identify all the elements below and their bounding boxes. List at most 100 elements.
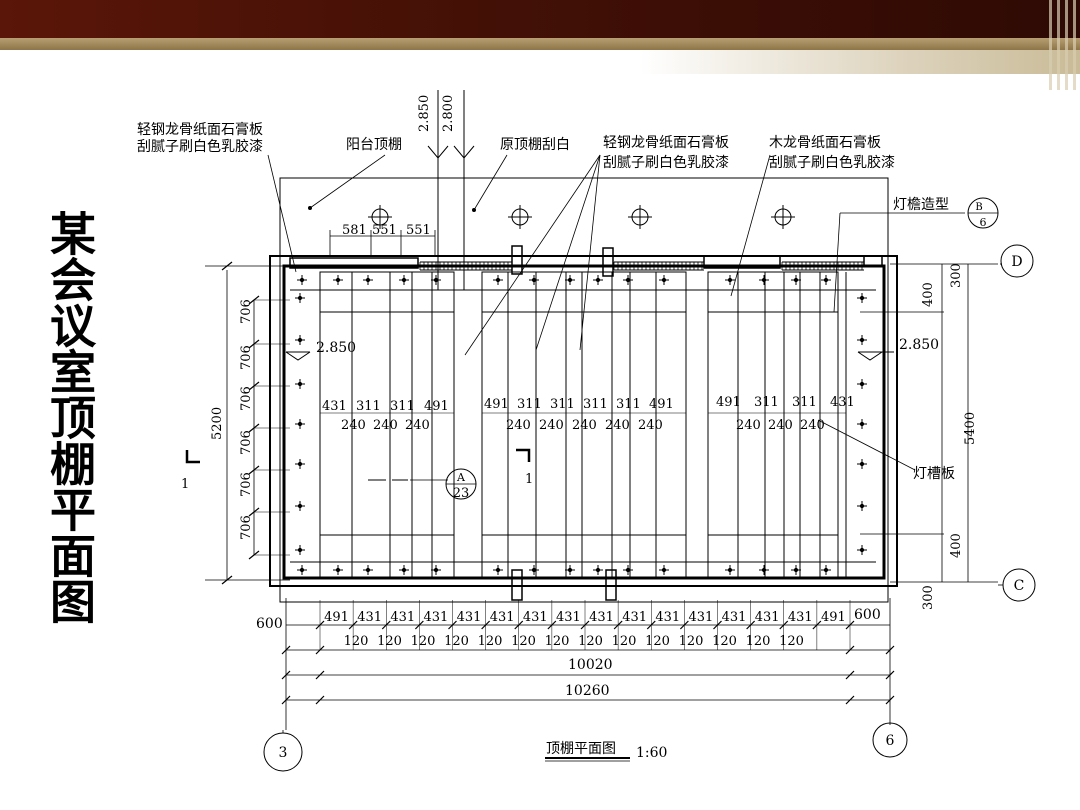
dim-bottom-row1: 431: [357, 610, 382, 625]
downlight-icon: [791, 275, 801, 285]
elev-left: 2.850: [316, 340, 356, 356]
dim-right-400a: 400: [921, 282, 936, 307]
downlight-icon: [493, 275, 503, 285]
label-eave: 灯檐造型: [893, 197, 949, 213]
dim-panel-left-a: 491: [424, 399, 449, 414]
elev-top-2: 2.800: [441, 95, 456, 132]
dim-right-total: 5400: [963, 412, 978, 445]
balcony-fixtures: [308, 205, 795, 229]
dim-tick: [885, 645, 895, 655]
dim-panel-right-a: 431: [830, 395, 855, 410]
dim-bottom-row1: 431: [589, 610, 614, 625]
downlight-icon: [399, 565, 409, 575]
downlight-icon: [295, 379, 305, 389]
dim-bottom-row1: 491: [821, 610, 846, 625]
callout-b6-bottom: 6: [980, 216, 987, 229]
elevation-marker-left: [285, 351, 311, 361]
dim-bottom-right: 600: [854, 607, 881, 623]
dim-bottom-row2: 120: [377, 634, 402, 649]
downlight-icon: [295, 293, 305, 303]
dim-total-inner: 10020: [568, 657, 613, 673]
dim-left-row-5: 706: [239, 472, 254, 497]
dim-tick: [281, 695, 291, 705]
dim-panel-mid-a: 311: [550, 397, 575, 412]
column-bottom-1: [511, 569, 523, 601]
dim-panel-right-a: 311: [754, 395, 779, 410]
dim-panel-left-b: 240: [341, 418, 366, 433]
label-original: 原顶棚刮白: [500, 137, 570, 153]
outer-wall: [269, 255, 898, 587]
dim-left-total: 5200: [210, 407, 225, 440]
downlight-icon: [593, 565, 603, 575]
downlight-icon: [295, 501, 305, 511]
downlight-icon: [363, 565, 373, 575]
right-dim-chain: [860, 263, 1003, 586]
downlight-icon: [399, 275, 409, 285]
callout-a23-bottom: 23: [453, 486, 470, 501]
dim-panel-left-b: 240: [373, 418, 398, 433]
dim-bottom-row2: 120: [712, 634, 737, 649]
dim-panel-mid-a: 311: [616, 397, 641, 412]
dim-tick: [315, 645, 325, 655]
section-label-right: 1: [525, 472, 533, 487]
axis-c: C: [1014, 578, 1025, 594]
downlight-icon: [857, 545, 867, 555]
dim-panel-right-a: 491: [716, 395, 741, 410]
downlight-icon: [857, 419, 867, 429]
dim-bottom-row1: 431: [788, 610, 813, 625]
eave-corner: [863, 255, 883, 267]
dim-bottom-row1: 431: [523, 610, 548, 625]
axis-6-bubble: [872, 722, 908, 758]
dim-bottom-row1: 431: [390, 610, 415, 625]
label-wood-board-1: 木龙骨纸面石膏板: [769, 134, 881, 151]
downlight-icon: [659, 275, 669, 285]
elev-top-1: 2.850: [417, 95, 432, 132]
header-stripe-light: [640, 50, 1080, 74]
dim-bottom-row1: 431: [622, 610, 647, 625]
dim-bottom-row1: 431: [655, 610, 680, 625]
dim-bottom-row2: 120: [344, 634, 369, 649]
dim-tick: [315, 670, 325, 680]
dim-bottom-row1: 431: [755, 610, 780, 625]
axis-6: 6: [886, 733, 895, 749]
dim-bottom-row2: 120: [578, 634, 603, 649]
label-left-board-2: 刮腻子刷白色乳胶漆: [137, 138, 263, 155]
downlight-icon: [857, 379, 867, 389]
column-top-1: [511, 245, 523, 275]
dim-panel-mid-b: 240: [539, 418, 564, 433]
downlight-icon: [759, 565, 769, 575]
axis-d-bubble: [1000, 244, 1034, 278]
downlight-icon: [791, 565, 801, 575]
ceiling-panel: [481, 271, 687, 579]
dim-bottom-row1: 431: [722, 610, 747, 625]
dim-panel-left-a: 311: [356, 399, 381, 414]
dim-bottom-row2: 120: [411, 634, 436, 649]
downlight-icon: [821, 275, 831, 285]
downlight-icon: [593, 275, 603, 285]
dim-panel-mid-b: 240: [638, 418, 663, 433]
label-mid-board-2: 刮腻子刷白色乳胶漆: [603, 154, 729, 171]
label-slot: 灯槽板: [913, 466, 955, 482]
downlight-icon: [295, 335, 305, 345]
dim-panel-right-b: 240: [768, 418, 793, 433]
label-mid-board-1: 轻钢龙骨纸面石膏板: [603, 134, 729, 151]
dim-panel-mid-b: 240: [572, 418, 597, 433]
dim-bottom-row2: 120: [645, 634, 670, 649]
dim-panel-mid-a: 491: [484, 397, 509, 412]
downlight-icon: [857, 501, 867, 511]
dim-bottom-row1: 431: [556, 610, 581, 625]
section-mark-right: [516, 448, 531, 462]
header-banner: [0, 0, 1080, 38]
dim-tick: [315, 695, 325, 705]
dim-bottom-row1: 431: [689, 610, 714, 625]
dim-bottom-row1: 431: [490, 610, 515, 625]
dim-right-top: 300: [949, 263, 964, 288]
dim-panel-right-b: 240: [736, 418, 761, 433]
dim-tick: [845, 670, 855, 680]
dim-panel-left-b: 240: [405, 418, 430, 433]
downlight-icon: [431, 565, 441, 575]
dim-left-row-1: 706: [239, 299, 254, 324]
callout-b6-top: B: [975, 202, 982, 213]
section-mark-left: [185, 450, 200, 464]
